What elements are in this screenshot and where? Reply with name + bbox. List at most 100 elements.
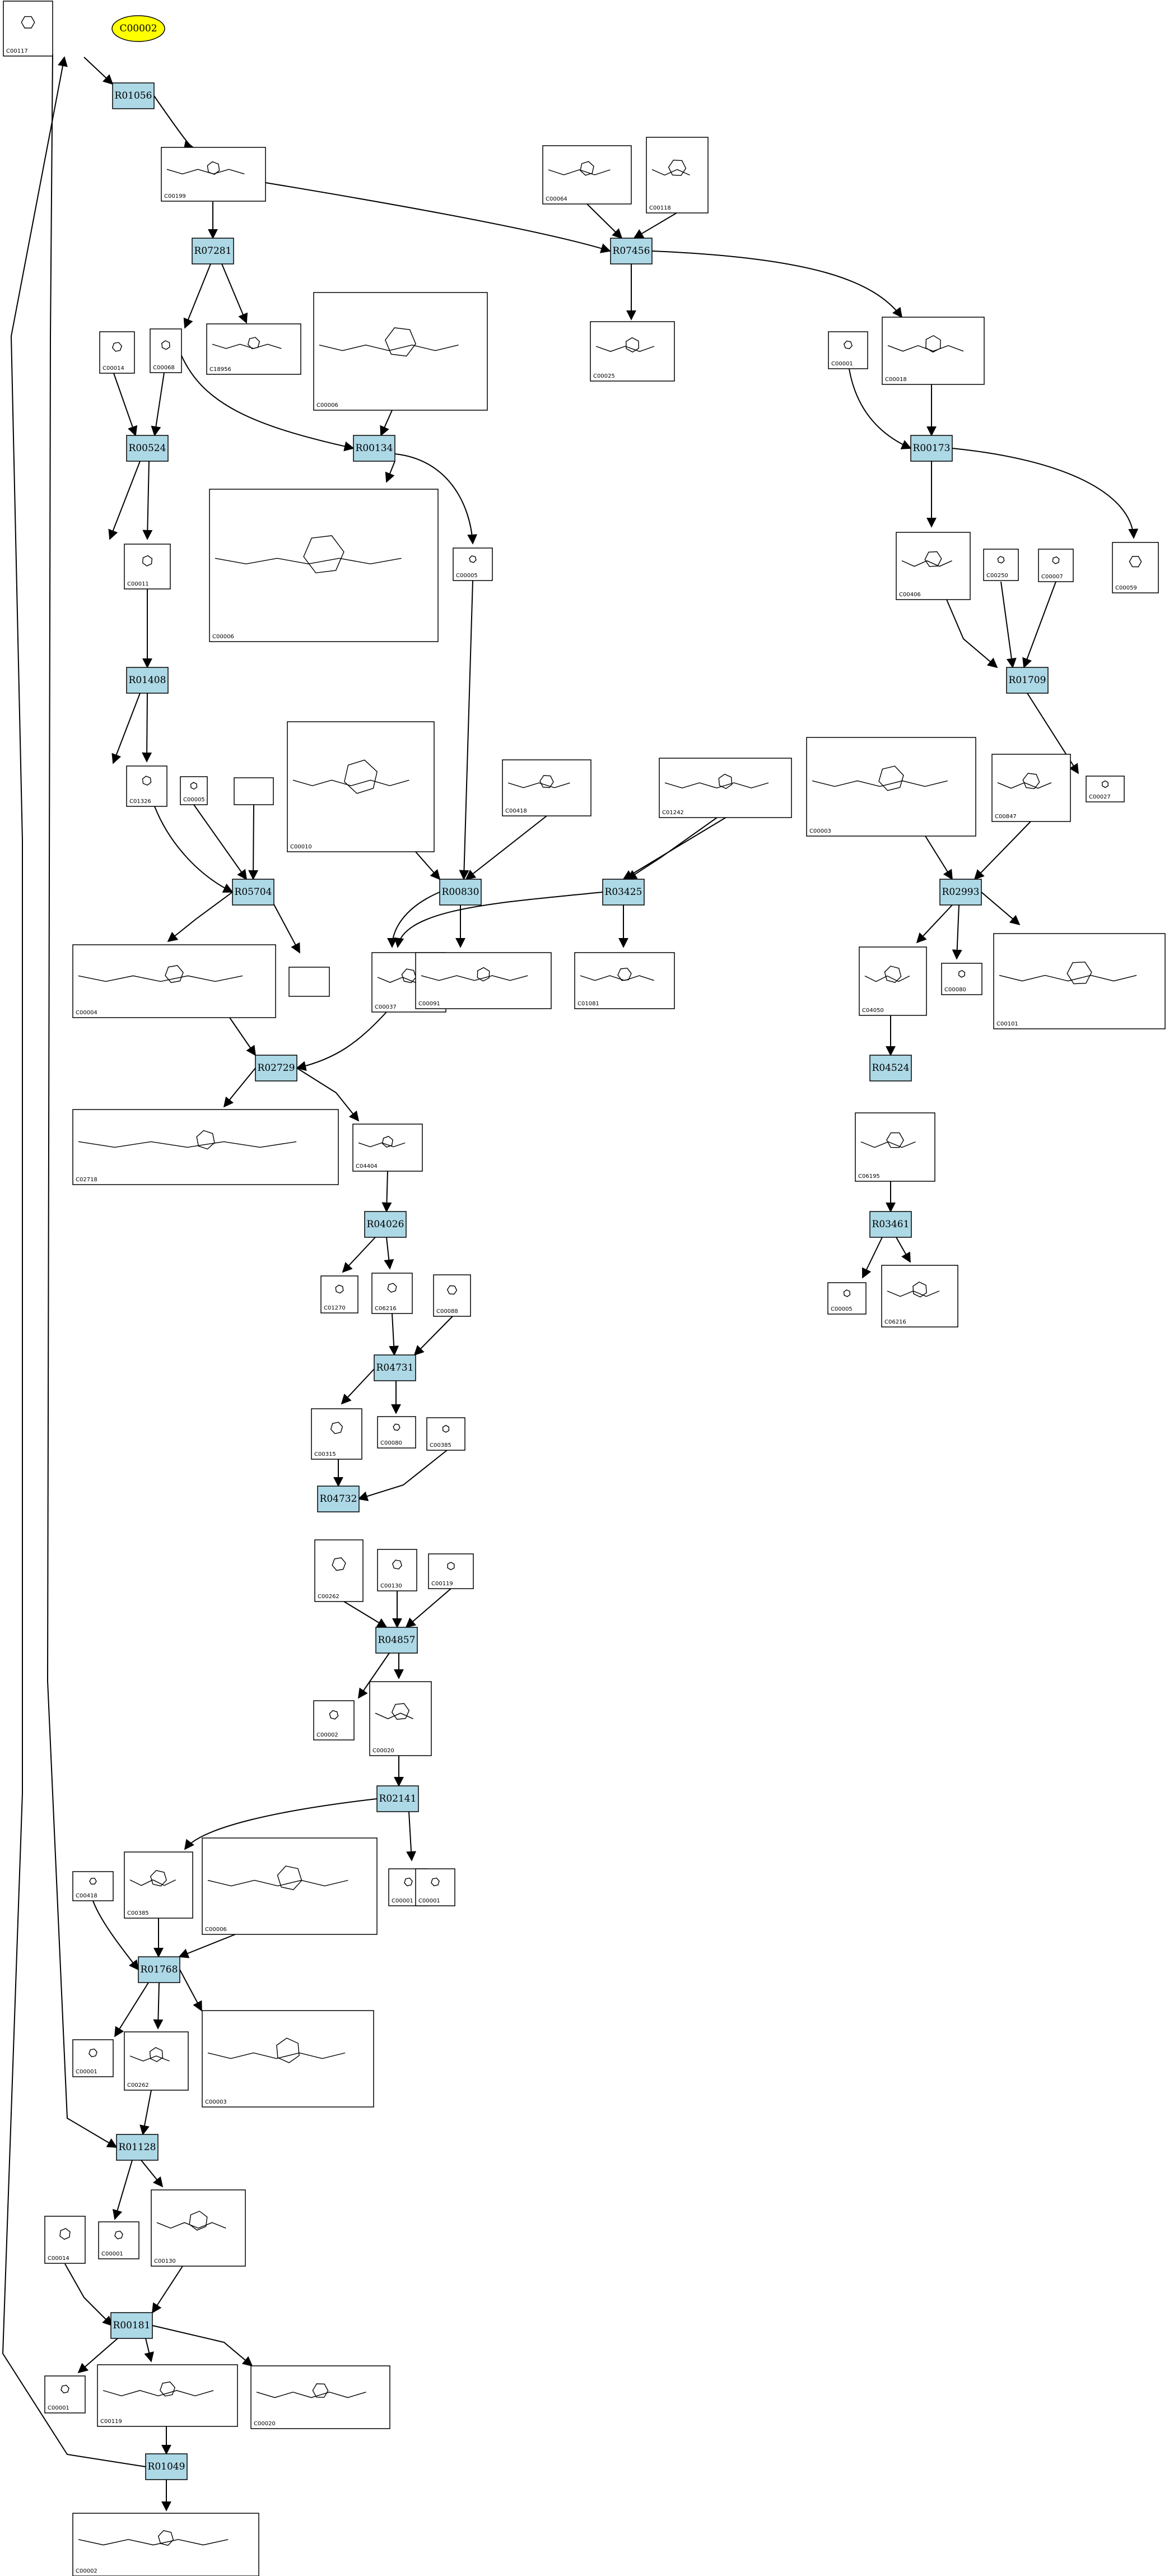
compound-box (881, 1265, 958, 1328)
compound-node[interactable]: C00005 (827, 1282, 867, 1315)
compound-node[interactable]: C00385 (426, 1417, 465, 1451)
compound-node[interactable]: C00025 (590, 321, 675, 382)
compound-node[interactable]: C06195 (855, 1112, 935, 1182)
reaction-node[interactable]: R04857 (375, 1627, 418, 1654)
compound-node[interactable]: C00418 (72, 1871, 114, 1901)
reaction-node[interactable]: R02993 (939, 879, 982, 906)
reaction-node[interactable]: R01768 (138, 1956, 180, 1983)
reaction-node[interactable]: R04731 (374, 1354, 416, 1381)
compound-node[interactable]: C00004 (72, 944, 276, 1018)
compound-node[interactable]: C00002 (72, 2513, 259, 2576)
compound-node[interactable]: C00001 (44, 2375, 86, 2413)
reaction-node[interactable]: R02729 (255, 1055, 297, 1082)
structure-ring (469, 555, 477, 563)
compound-node[interactable]: C00385 (124, 1851, 193, 1919)
reaction-id: R04026 (367, 1219, 404, 1230)
reaction-node[interactable]: R05704 (232, 879, 274, 906)
compound-node[interactable]: C00003 (202, 2010, 374, 2108)
reaction-node[interactable]: R00830 (439, 879, 482, 906)
compound-node[interactable]: C00088 (433, 1274, 471, 1317)
compound-node[interactable]: C00847 (991, 754, 1071, 822)
compound-node[interactable]: C00130 (377, 1549, 417, 1591)
structure-ring (382, 1136, 393, 1148)
structure-ring (1052, 556, 1060, 564)
compound-node[interactable]: C00005 (453, 547, 493, 581)
compound-node[interactable]: C00262 (314, 1539, 364, 1602)
compound-node[interactable]: C02718 (72, 1109, 339, 1185)
compound-node[interactable]: C00002 (313, 1700, 355, 1740)
compound-node[interactable]: C18956 (206, 323, 301, 375)
reaction-node[interactable]: R01128 (116, 2134, 159, 2161)
reaction-node[interactable]: R07281 (192, 238, 234, 264)
compound-node[interactable]: C00117 (3, 1, 53, 57)
compound-node[interactable]: C00091 (415, 952, 552, 1009)
compound-node[interactable]: C00027 (1086, 776, 1125, 802)
compound-node[interactable]: C00119 (428, 1553, 474, 1589)
reaction-node[interactable]: R01408 (126, 667, 169, 694)
compound-node[interactable]: C00001 (98, 2221, 139, 2259)
pathway-edge (113, 373, 138, 437)
reaction-node[interactable]: R04732 (317, 1486, 360, 1512)
compound-node[interactable]: C00080 (941, 963, 982, 995)
reaction-node[interactable]: R00134 (353, 435, 395, 462)
compound-node[interactable]: C01081 (574, 952, 675, 1009)
reaction-node[interactable]: R01056 (112, 82, 155, 109)
compound-node[interactable]: C00014 (44, 2216, 86, 2264)
compound-node[interactable]: C00101 (993, 933, 1166, 1029)
structure-chain (901, 560, 952, 567)
compound-node[interactable]: C04050 (859, 946, 927, 1016)
compound-node[interactable]: C06216 (371, 1273, 413, 1314)
compound-node[interactable]: C00005 (180, 776, 208, 805)
compound-node[interactable]: C00001 (828, 331, 868, 369)
compound-node[interactable]: C01270 (320, 1275, 358, 1313)
compound-node[interactable]: C00406 (896, 532, 971, 600)
compound-node[interactable] (288, 967, 330, 997)
compound-node[interactable]: C00064 (542, 145, 632, 205)
compound-node[interactable]: C00011 (124, 544, 171, 590)
compound-node[interactable]: C00130 (151, 2189, 246, 2267)
reaction-node[interactable]: R03425 (602, 879, 645, 906)
compound-node[interactable]: C00010 (287, 721, 435, 852)
reaction-node[interactable]: R00181 (110, 2312, 153, 2339)
compound-node[interactable]: C00068 (150, 328, 182, 373)
compound-node[interactable]: C00007 (1038, 549, 1074, 582)
reaction-node[interactable]: R00173 (910, 435, 953, 462)
compound-node[interactable]: C00262 (124, 2031, 189, 2091)
compound-id: C00006 (316, 402, 338, 409)
reaction-node[interactable]: R04524 (869, 1055, 912, 1082)
compound-node[interactable]: C01326 (126, 765, 167, 807)
compound-id: C00315 (314, 1451, 336, 1458)
reaction-node[interactable]: R03461 (869, 1211, 912, 1238)
compound-node[interactable]: C00018 (882, 317, 985, 385)
compound-node[interactable]: C00119 (97, 2364, 238, 2427)
compound-node[interactable]: C00250 (983, 549, 1019, 581)
reaction-node[interactable]: R01709 (1006, 667, 1049, 694)
compound-node[interactable]: C00199 (161, 147, 266, 202)
compound-node[interactable]: C00006 (209, 489, 439, 642)
compound-node[interactable]: C00001 (72, 2039, 114, 2077)
compound-node[interactable]: C00006 (202, 1837, 378, 1935)
compound-node[interactable]: C04404 (352, 1124, 423, 1172)
compound-node[interactable]: C00020 (250, 2365, 390, 2429)
compound-node[interactable]: C06216 (881, 1265, 958, 1328)
compound-node[interactable]: C00418 (502, 759, 592, 816)
structure-ring (303, 535, 344, 574)
compound-node[interactable]: C00080 (377, 1416, 416, 1449)
compound-node[interactable]: C00003 (806, 737, 976, 837)
reaction-node[interactable]: R04026 (364, 1211, 407, 1238)
compound-id: C01270 (324, 1305, 346, 1311)
reaction-node[interactable]: R01049 (145, 2453, 188, 2480)
reaction-node[interactable]: R07456 (610, 238, 653, 264)
compound-node[interactable]: C00001 (415, 1868, 455, 1906)
compound-node[interactable]: C01242 (659, 758, 792, 818)
compound-node[interactable]: C00315 (311, 1408, 362, 1460)
compound-node[interactable]: C00118 (646, 137, 709, 213)
reaction-node[interactable]: R00524 (126, 435, 169, 462)
compound-node[interactable] (234, 777, 274, 805)
compound-node[interactable]: C00006 (313, 292, 488, 411)
compound-node[interactable]: C00020 (369, 1681, 432, 1756)
compound-node[interactable]: C00059 (1112, 542, 1159, 593)
start-node[interactable]: C00002 (111, 15, 165, 42)
compound-node[interactable]: C00014 (99, 331, 135, 374)
reaction-node[interactable]: R02141 (376, 1785, 419, 1812)
